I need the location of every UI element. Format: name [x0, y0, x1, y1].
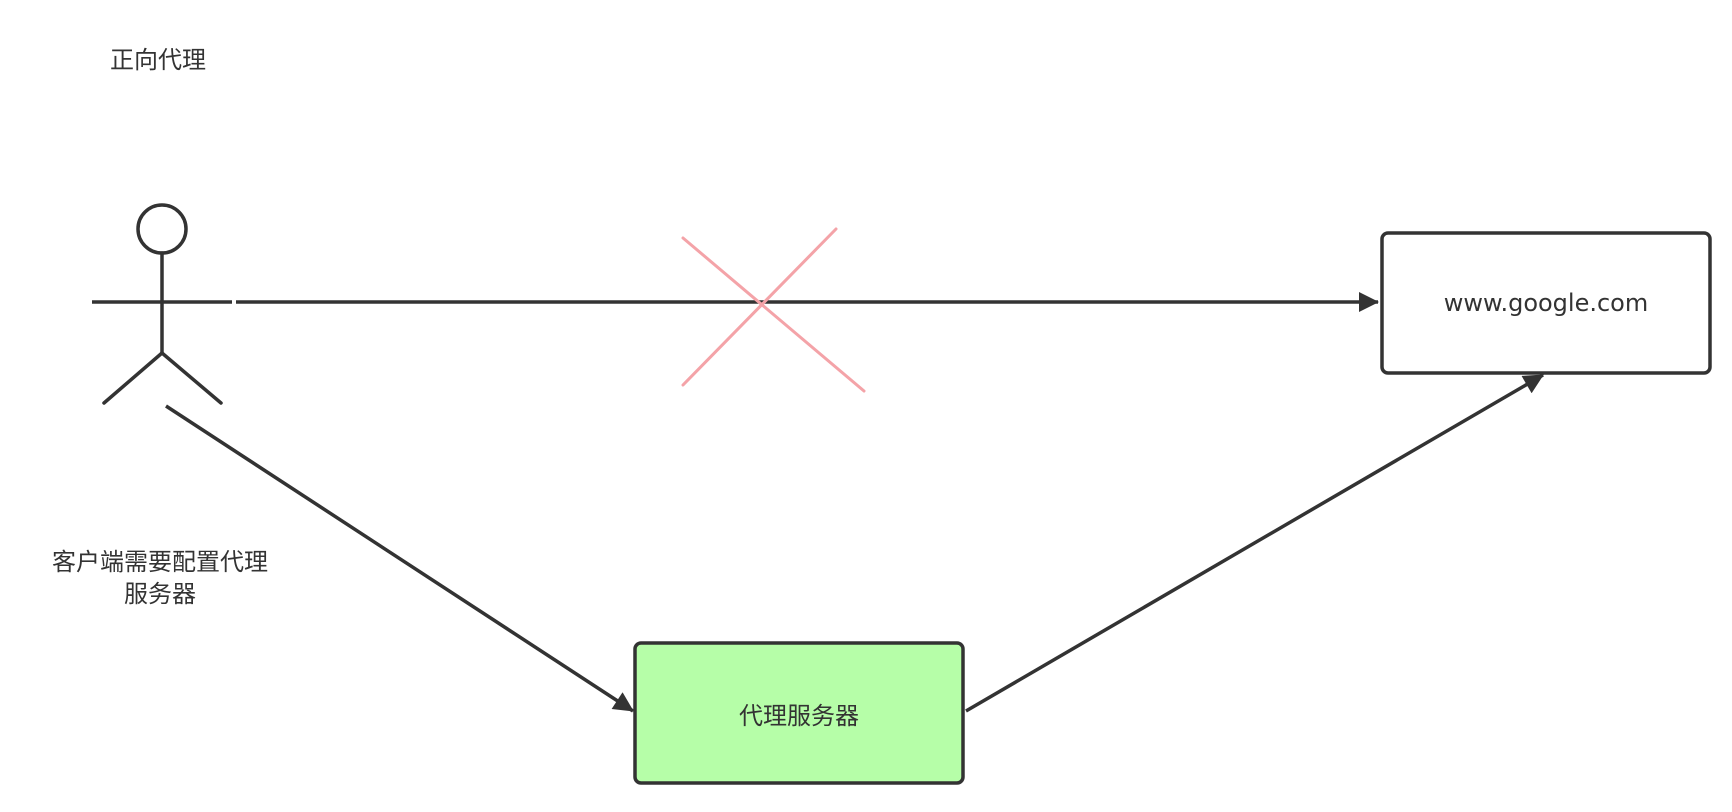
edge-proxy-to-target [965, 373, 1544, 713]
actor-head [136, 203, 188, 255]
actor-right-leg [160, 351, 223, 405]
actor-left-leg [102, 351, 164, 405]
target-node-box [1380, 231, 1712, 375]
target-node-label: www.google.com [1443, 289, 1649, 317]
proxy-node-label: 代理服务器 [739, 701, 859, 730]
client-actor [92, 203, 232, 405]
actor-note: 客户端需要配置代理 服务器 [30, 546, 290, 610]
diagram-title: 正向代理 [110, 46, 206, 74]
actor-note-line-1: 客户端需要配置代理 [52, 548, 268, 576]
blocked-mark-icon [681, 227, 866, 393]
edge-client-to-proxy [165, 404, 634, 713]
proxy-node-box [633, 641, 965, 785]
actor-note-line-2: 服务器 [124, 580, 196, 608]
